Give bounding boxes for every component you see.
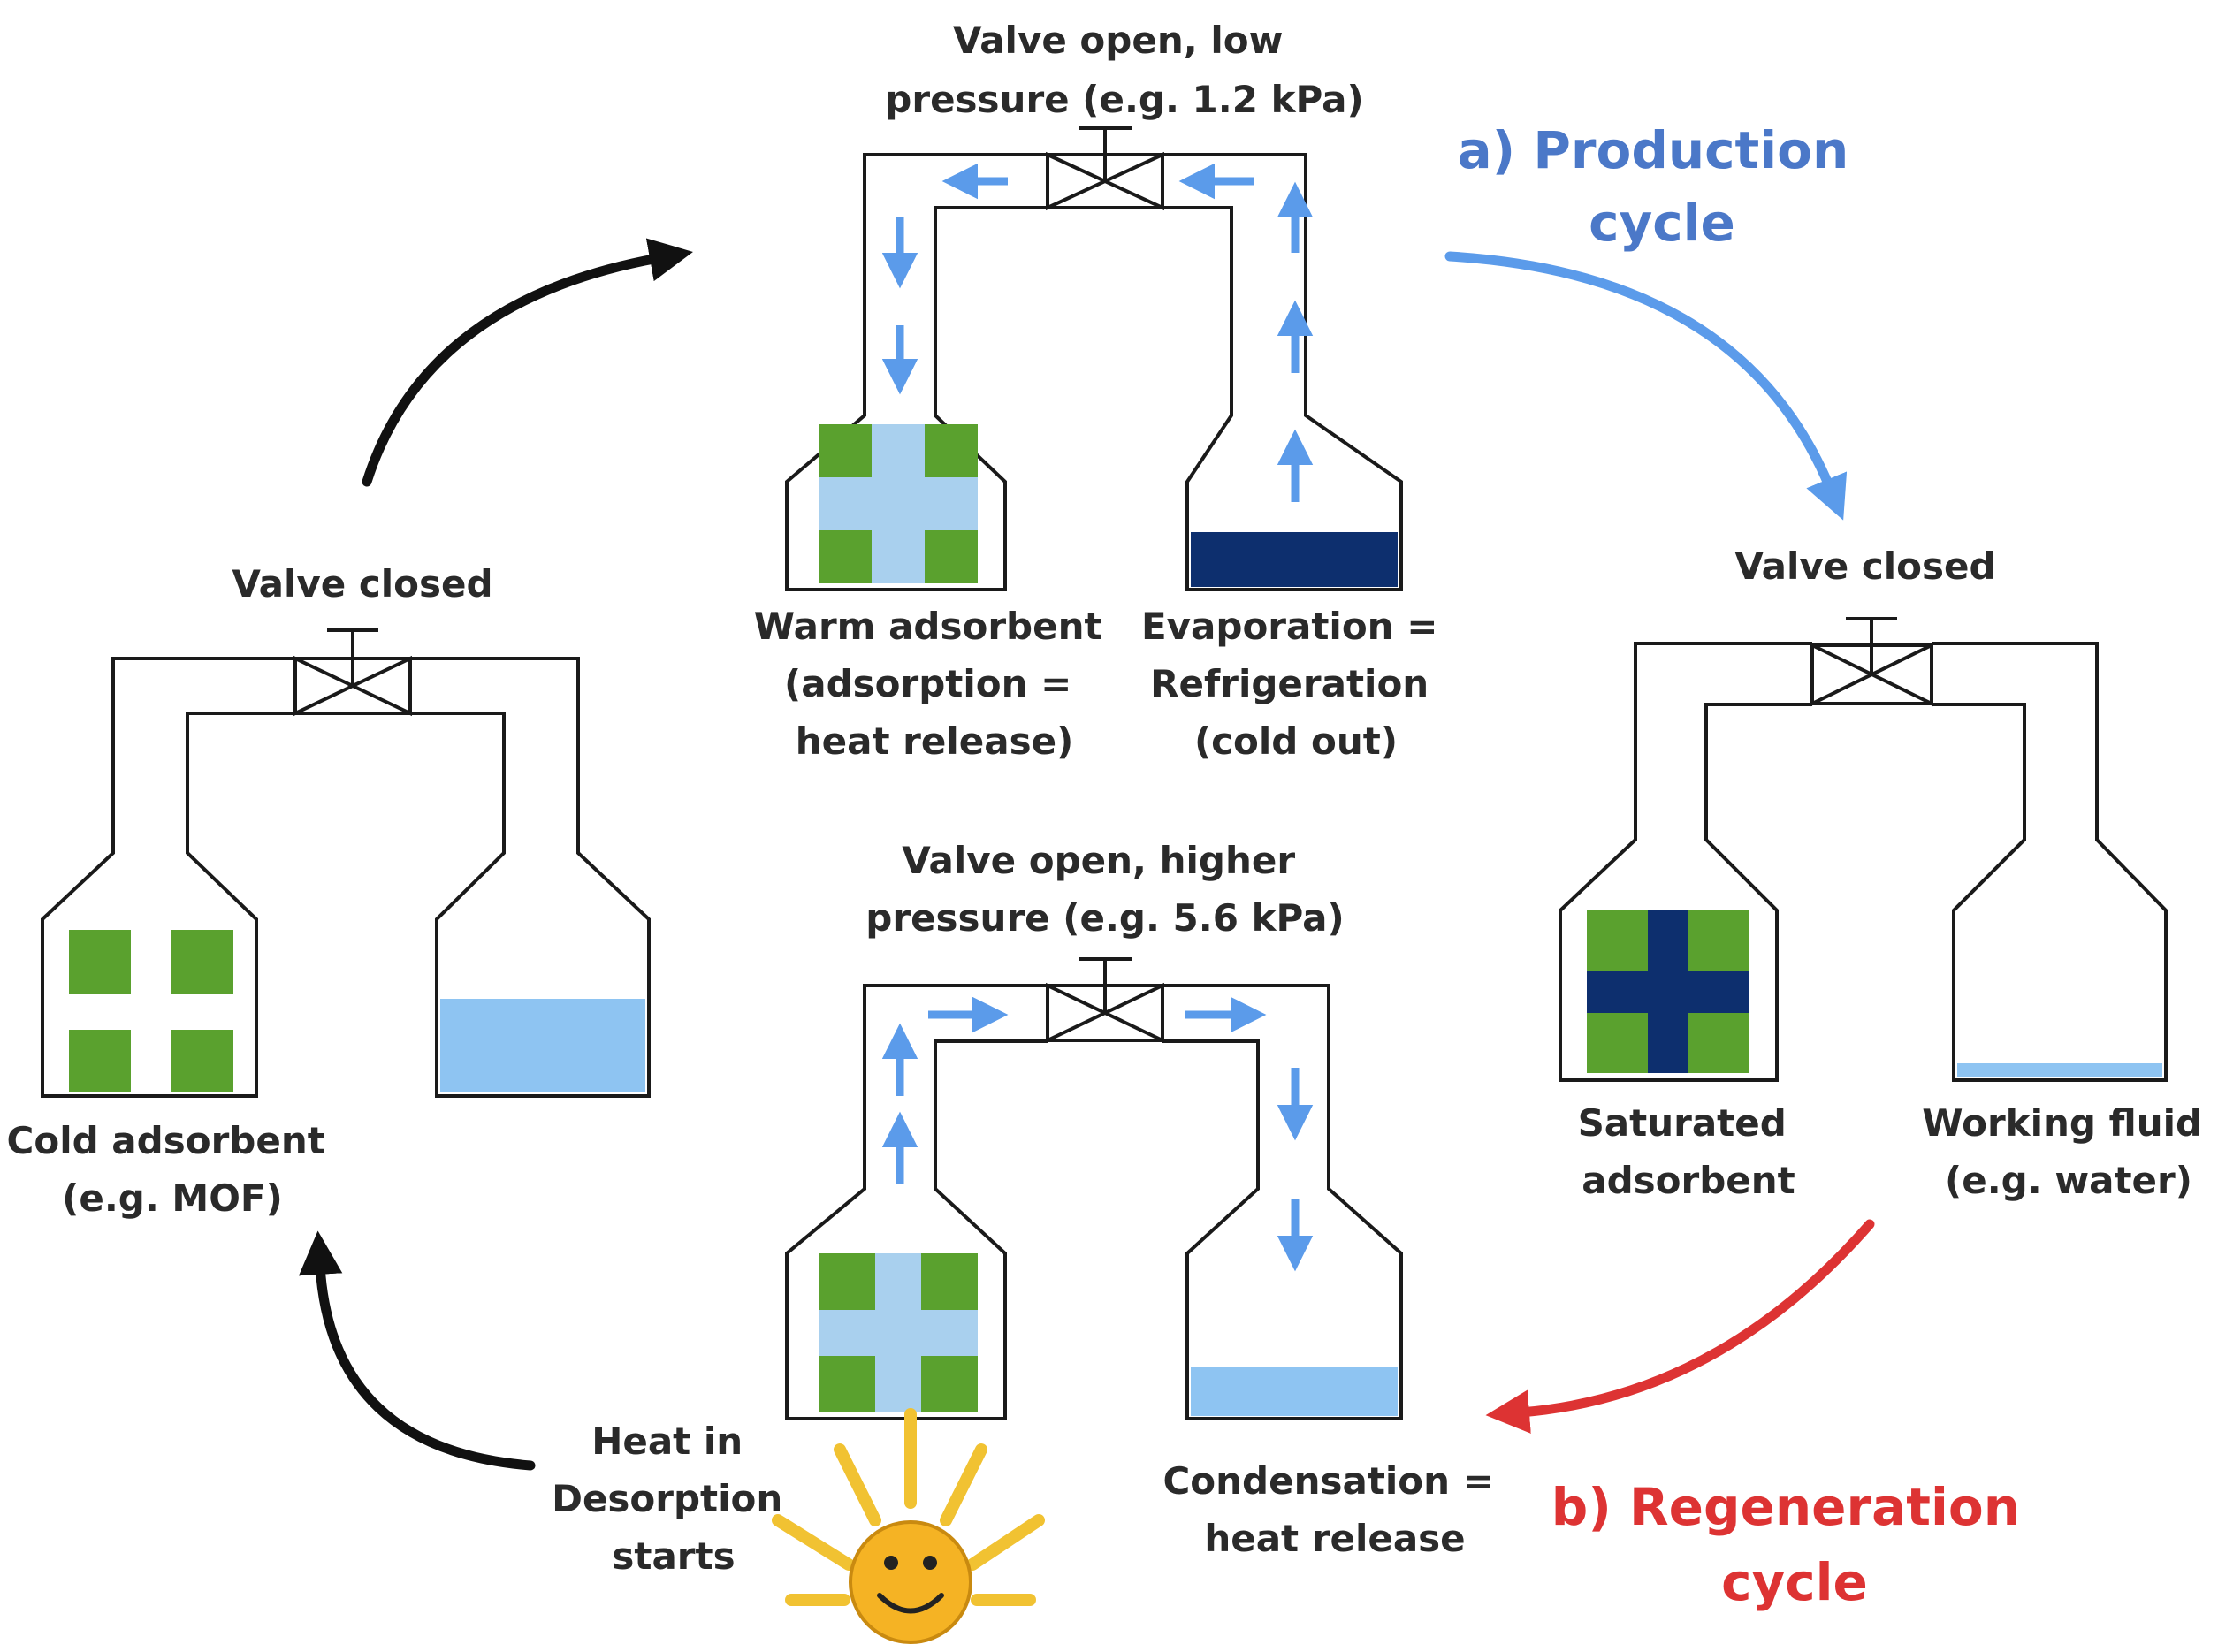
arrow-bottom-to-left — [298, 1230, 536, 1471]
bottom-valve-label: Valve open, higher pressure (e.g. 5.6 kP… — [865, 839, 1344, 940]
right-adsorbent-bed — [1587, 910, 1749, 1073]
right-liquid-level — [1957, 1063, 2162, 1077]
left-state: Valve closed Cold adsorbent (e.g. MOF) — [7, 562, 651, 1220]
arrow-right-to-bottom — [1485, 1219, 1875, 1434]
left-liquid-level — [440, 999, 645, 1092]
top-state: Valve open, low pressure (e.g. 1.2 kPa) … — [754, 19, 1451, 763]
right-valve — [1810, 617, 1933, 707]
bottom-valve — [1046, 957, 1164, 1044]
top-flow-arrows — [881, 163, 1314, 502]
top-valve-label: Valve open, low pressure (e.g. 1.2 kPa) — [885, 19, 1363, 121]
sun-rays — [772, 1408, 1045, 1606]
cycle-arrows — [298, 238, 1875, 1471]
right-apparatus — [1559, 642, 2168, 1082]
right-adsorbent-label: Saturated adsorbent — [1578, 1101, 1800, 1202]
left-adsorbent-label: Cold adsorbent (e.g. MOF) — [7, 1119, 339, 1220]
top-adsorbent-bed — [819, 424, 978, 583]
left-valve-label: Valve closed — [232, 562, 492, 605]
bottom-state: Valve open, higher pressure (e.g. 5.6 kP… — [552, 839, 1506, 1644]
right-state: Valve closed Saturated adsorbent Working… — [1559, 544, 2214, 1202]
arrow-top-to-right — [1444, 251, 1848, 521]
top-liquid-level — [1191, 532, 1398, 587]
bottom-apparatus — [785, 984, 1403, 1420]
top-valve — [1046, 126, 1164, 211]
bottom-heat-label: Heat in Desorption starts — [552, 1420, 796, 1578]
production-cycle-title: a) Production cycle — [1458, 120, 1867, 253]
bottom-flow-arrows — [881, 996, 1314, 1272]
bottom-adsorbent-bed — [819, 1253, 978, 1412]
bottom-condenser-label: Condensation = heat release — [1162, 1459, 1506, 1560]
right-valve-label: Valve closed — [1734, 544, 1995, 588]
arrow-left-to-top — [362, 238, 693, 487]
top-apparatus — [785, 153, 1403, 591]
sun-icon — [772, 1408, 1045, 1644]
left-apparatus — [41, 657, 651, 1098]
right-fluid-label: Working fluid (e.g. water) — [1922, 1101, 2214, 1202]
top-adsorbent-label: Warm adsorbent (adsorption = heat releas… — [754, 605, 1115, 763]
bottom-liquid-level — [1191, 1367, 1398, 1416]
left-adsorbent-bed — [69, 930, 233, 1092]
top-evaporator-label: Evaporation = Refrigeration (cold out) — [1141, 605, 1451, 763]
left-valve — [293, 628, 412, 717]
regeneration-cycle-title: b) Regeneration cycle — [1551, 1477, 2038, 1612]
